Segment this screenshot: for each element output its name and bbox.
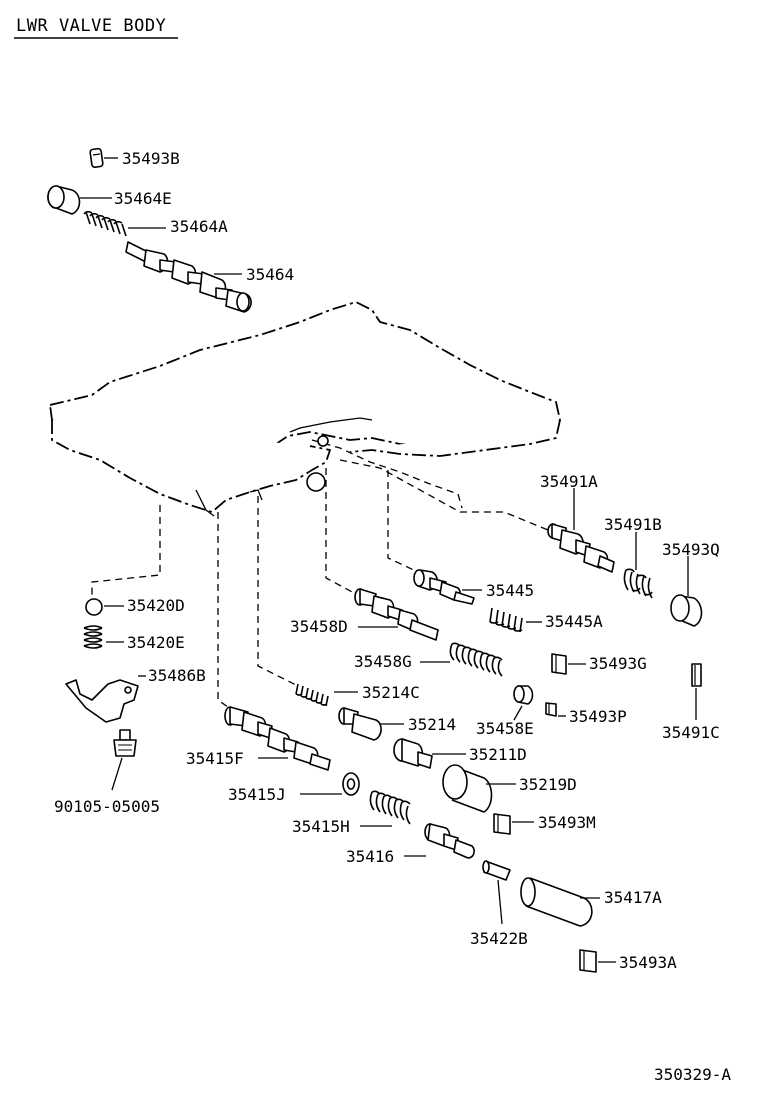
part-35458D-valve: 35458D <box>290 588 439 641</box>
label-35493M: 35493M <box>538 813 596 832</box>
part-35493A-key: 35493A <box>579 949 677 973</box>
label-35458G: 35458G <box>354 652 412 671</box>
part-35486B-plate: 35486B <box>65 666 206 723</box>
label-35214: 35214 <box>408 715 456 734</box>
label-35464: 35464 <box>246 265 294 284</box>
part-35214-valve: 35214 <box>338 707 456 741</box>
label-35493B: 35493B <box>122 149 180 168</box>
part-35420E-spring: 35420E <box>83 625 185 652</box>
part-35422B-pin: 35422B <box>470 860 528 948</box>
label-35416: 35416 <box>346 847 394 866</box>
part-35493M-key: 35493M <box>493 813 596 835</box>
part-35464-valve: 35464 <box>125 241 294 313</box>
diagram-title: LWR VALVE BODY <box>16 16 166 36</box>
part-35415J-ring: 35415J <box>228 772 360 804</box>
label-35464A: 35464A <box>170 217 228 236</box>
part-35464E: 35464E <box>47 185 172 215</box>
label-35422B: 35422B <box>470 929 528 948</box>
label-35417A: 35417A <box>604 888 662 907</box>
part-35493Q-plug: 35493Q <box>662 540 720 627</box>
label-35491B: 35491B <box>604 515 662 534</box>
part-35464A-spring: 35464A <box>83 210 228 237</box>
part-35458G-spring: 35458G <box>354 642 503 677</box>
label-35486B: 35486B <box>148 666 206 685</box>
part-90105-05005-bolt: 90105-05005 <box>54 729 160 816</box>
part-35420D-ball: 35420D <box>85 596 185 616</box>
label-35214C: 35214C <box>362 683 420 702</box>
part-35415H-spring: 35415H <box>292 790 411 836</box>
part-35416-valve: 35416 <box>346 823 475 866</box>
label-35445A: 35445A <box>545 612 603 631</box>
label-35493A: 35493A <box>619 953 677 972</box>
label-35415H: 35415H <box>292 817 350 836</box>
part-35214C-spring: 35214C <box>295 683 420 707</box>
part-35493G-key: 35493G <box>551 653 647 675</box>
part-35445A-spring: 35445A <box>489 607 603 633</box>
part-35493B: 35493B <box>89 147 180 169</box>
part-35491A-valve: 35491A <box>540 472 615 573</box>
label-35211D: 35211D <box>469 745 527 764</box>
label-35458E: 35458E <box>476 719 534 738</box>
label-35420E: 35420E <box>127 633 185 652</box>
drawing-number: 350329-A <box>654 1065 731 1084</box>
label-35493P: 35493P <box>569 707 627 726</box>
label-35415J: 35415J <box>228 785 286 804</box>
lower-valve-body-casting <box>49 301 561 517</box>
label-35445: 35445 <box>486 581 534 600</box>
part-35458E-plug: 35458E <box>476 685 534 738</box>
label-35420D: 35420D <box>127 596 185 615</box>
part-35493P-key: 35493P <box>545 702 627 726</box>
label-35415F: 35415F <box>186 749 244 768</box>
label-35219D: 35219D <box>519 775 577 794</box>
label-35464E: 35464E <box>114 189 172 208</box>
label-35491C: 35491C <box>662 723 720 742</box>
label-35493G: 35493G <box>589 654 647 673</box>
label-35493Q: 35493Q <box>662 540 720 559</box>
part-35211D-plunger: 35211D <box>393 738 527 769</box>
part-35415F-valve: 35415F <box>186 706 331 771</box>
label-90105-05005: 90105-05005 <box>54 797 160 816</box>
assembly-lines <box>91 459 549 711</box>
part-35219D-sleeve: 35219D <box>442 764 577 813</box>
label-35491A: 35491A <box>540 472 598 491</box>
part-35417A-sleeve: 35417A <box>520 877 662 927</box>
part-35491B-spring: 35491B <box>604 515 662 599</box>
label-35458D: 35458D <box>290 617 348 636</box>
part-35445-valve: 35445 <box>413 569 534 605</box>
part-35491C-pin: 35491C <box>662 663 720 742</box>
